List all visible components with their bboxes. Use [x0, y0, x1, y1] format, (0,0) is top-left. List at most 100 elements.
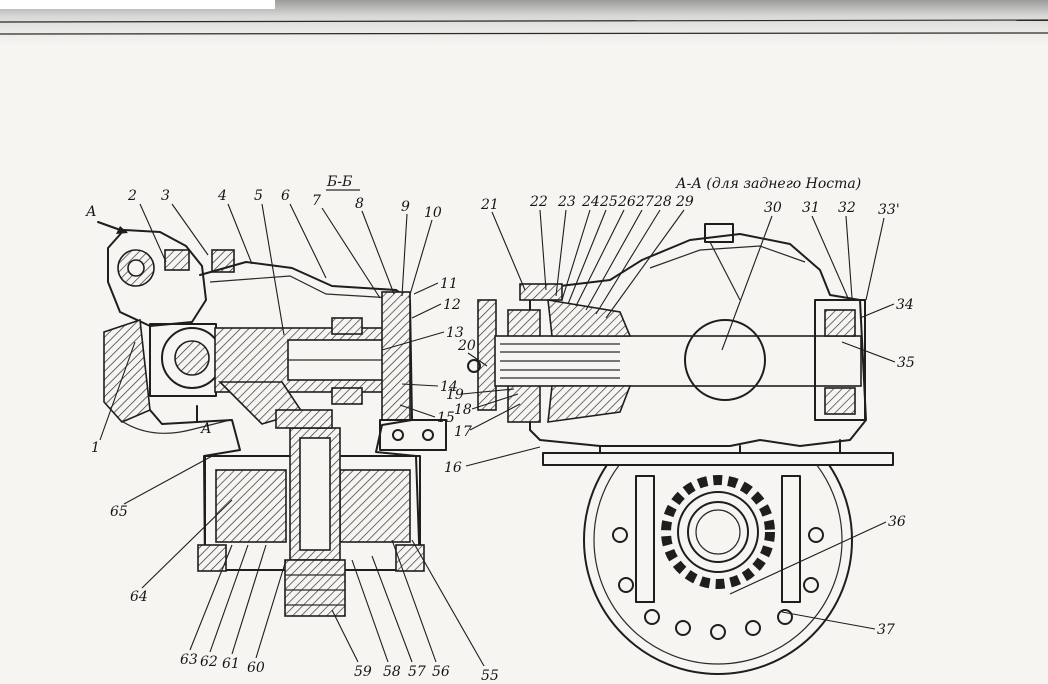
leader-line-8 — [361, 210, 395, 295]
leader-line-32 — [845, 215, 853, 299]
ring-gear-body — [677, 491, 759, 573]
callout-12: 12 — [443, 297, 461, 313]
callout-22: 22 — [529, 194, 548, 210]
leader-line-63 — [189, 544, 233, 651]
leader-line-26 — [575, 209, 625, 307]
leader-line-29 — [605, 209, 685, 319]
leader-line-28 — [595, 209, 661, 315]
callout-19: 19 — [446, 387, 464, 403]
leader-line-14 — [401, 383, 439, 387]
callout-59: 59 — [354, 664, 372, 680]
wheel-bolt — [803, 577, 819, 593]
lower-bearing — [331, 387, 363, 405]
callout-2: 2 — [127, 188, 137, 204]
yoke-cover-line — [119, 419, 231, 434]
wheel-inner-rim — [593, 465, 843, 665]
carrier-bearing — [275, 409, 333, 429]
callout-24: 24 — [581, 194, 600, 210]
callout-20: 20 — [457, 338, 476, 354]
ring-gear-teeth — [661, 475, 775, 589]
output-gear — [284, 559, 346, 617]
scan-line — [0, 19, 1048, 23]
mounting-plate — [542, 452, 894, 466]
leader-line-55 — [411, 539, 485, 667]
leader-line-2 — [139, 203, 167, 263]
wheel-view — [583, 465, 853, 675]
callout-60: 60 — [247, 660, 265, 676]
leader-line-7 — [321, 207, 381, 299]
callout-58: 58 — [383, 664, 401, 680]
right-end-cap — [395, 544, 425, 572]
callout-7: 7 — [312, 193, 321, 209]
callout-29: 29 — [675, 194, 694, 210]
yoke-hub — [174, 340, 210, 376]
leader-line-22 — [539, 209, 547, 291]
right-side-gear — [339, 469, 411, 543]
callout-65: 65 — [110, 504, 128, 520]
flange-nut — [467, 359, 481, 373]
housing-inner-wall — [209, 275, 393, 299]
section-aa-drawing — [467, 223, 894, 675]
callout-28: 28 — [653, 194, 672, 210]
leader-line-59 — [331, 609, 359, 663]
callout-11: 11 — [440, 276, 458, 292]
callout-34: 34 — [896, 297, 914, 313]
leader-line-27 — [585, 209, 643, 311]
center-shaft-bore — [299, 437, 331, 551]
breather-vent — [519, 283, 563, 301]
callout-57: 57 — [408, 664, 426, 680]
wheel-bolt — [612, 527, 628, 543]
outer-bearing-cap — [814, 299, 866, 421]
callout-4: 4 — [217, 188, 227, 204]
leader-line-5 — [261, 203, 285, 336]
wheel-bolt — [745, 620, 761, 636]
callout-10: 10 — [424, 205, 442, 221]
callout-17: 17 — [454, 424, 472, 440]
outer-bearing-bottom — [824, 387, 856, 415]
housing-rib — [709, 241, 741, 301]
callout-6: 6 — [281, 188, 290, 204]
callout-37: 37 — [877, 622, 895, 638]
wheel-bolt — [808, 527, 824, 543]
callout-18: 18 — [454, 402, 472, 418]
leader-line-4 — [227, 203, 253, 265]
leader-line-1 — [99, 341, 136, 441]
flange-bolt — [392, 429, 404, 441]
callout-55: 55 — [481, 668, 499, 684]
leader-line-10 — [408, 219, 433, 299]
leader-line-11 — [413, 282, 439, 295]
section-bb-drawing — [103, 229, 447, 617]
filler-boss — [704, 223, 734, 243]
leader-line-31 — [811, 215, 849, 299]
wheel-bolt — [675, 620, 691, 636]
wheel-bolt — [777, 609, 793, 625]
left-stud — [635, 475, 655, 603]
left-end-cap — [197, 544, 227, 572]
housing-inner-wall — [649, 245, 806, 269]
leader-line-37 — [781, 611, 876, 630]
leader-line-20 — [467, 352, 488, 367]
leader-line-19 — [461, 388, 515, 395]
flange-bolt — [422, 429, 434, 441]
upper-bracket — [107, 229, 207, 327]
leader-line-12 — [411, 303, 442, 319]
callout-14: 14 — [440, 379, 458, 395]
callout-5: 5 — [254, 188, 263, 204]
leader-line-15 — [399, 404, 436, 418]
center-ring — [684, 319, 766, 401]
scan-edge-white — [0, 0, 275, 9]
leader-line-6 — [289, 203, 327, 279]
leader-line-9 — [401, 213, 408, 297]
callout-23: 23 — [557, 194, 576, 210]
bracket-bore — [127, 259, 145, 277]
callout-31: 31 — [802, 200, 820, 216]
leader-line-56 — [391, 539, 437, 663]
wheel-bolt — [644, 609, 660, 625]
outer-bearing-top — [824, 309, 856, 337]
callout-3: 3 — [161, 188, 170, 204]
callout-35: 35 — [897, 355, 915, 371]
view-mark-bottom: А — [200, 421, 212, 437]
leader-line-18 — [471, 393, 519, 410]
callout-64: 64 — [130, 589, 148, 605]
